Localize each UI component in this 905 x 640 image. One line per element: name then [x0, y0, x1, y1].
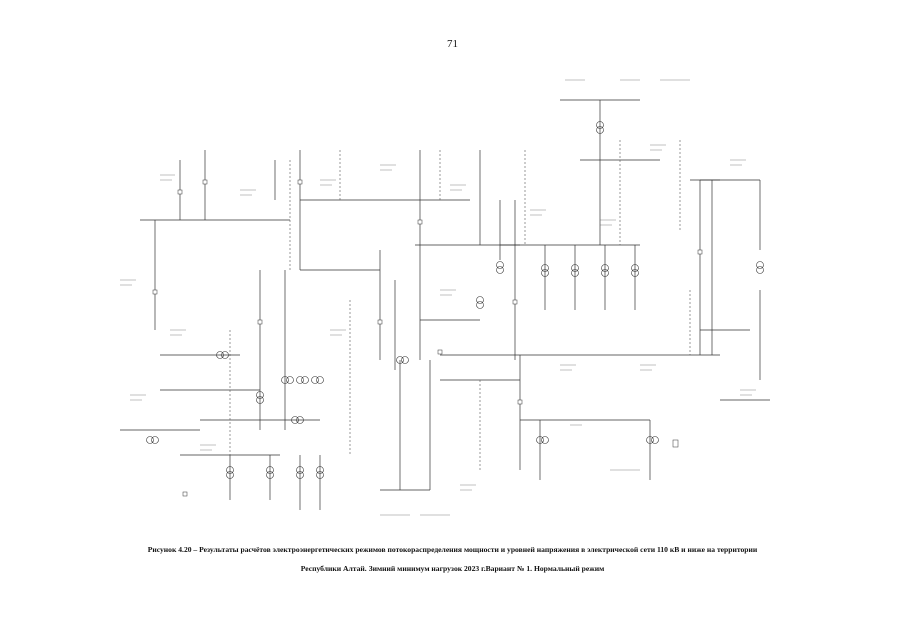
transformer-14 — [296, 466, 304, 474]
transformer-5 — [496, 261, 504, 269]
transformer-4 — [631, 264, 639, 272]
transformer-17 — [536, 436, 544, 444]
figure-caption-line1: Рисунок 4.20 – Результаты расчётов элект… — [147, 545, 758, 554]
transformer-12 — [226, 466, 234, 474]
transformer-22 — [396, 356, 404, 364]
transformer-16 — [291, 416, 299, 424]
transformer-10 — [216, 351, 224, 359]
transformer-8 — [296, 376, 304, 384]
transformer-1 — [541, 264, 549, 272]
transformer-21 — [476, 296, 484, 304]
transformer-11 — [146, 436, 154, 444]
transformer-6 — [256, 391, 264, 399]
transformer-20 — [756, 261, 764, 269]
transformer-19 — [596, 121, 604, 129]
figure-caption-line2: Республики Алтай. Зимний минимум нагрузо… — [300, 564, 605, 573]
transformer-9 — [311, 376, 319, 384]
transformer-7 — [281, 376, 289, 384]
transformer-18 — [646, 436, 654, 444]
transformer-15 — [316, 466, 324, 474]
transformer-2 — [571, 264, 579, 272]
page-number: 71 — [447, 38, 458, 50]
transformer-3 — [601, 264, 609, 272]
transformer-13 — [266, 466, 274, 474]
